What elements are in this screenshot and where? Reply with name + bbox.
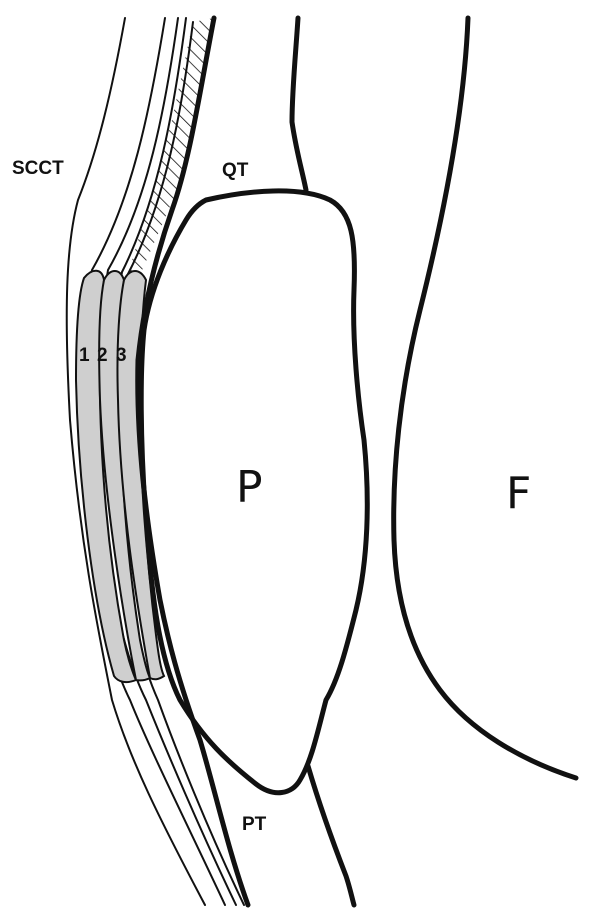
label-femur: F: [506, 468, 531, 519]
label-patella: P: [236, 462, 263, 513]
label-qt: QT: [222, 160, 249, 181]
label-bursa-1: 1: [79, 345, 90, 366]
skin-outline: [65, 17, 206, 906]
label-bursa-3: 3: [116, 345, 127, 366]
label-scct: SCCT: [12, 158, 64, 179]
hatched-tendon-layer: [128, 18, 214, 275]
quadriceps-tendon-posterior: [289, 15, 309, 193]
label-pt: PT: [242, 814, 267, 835]
patellar-tendon-line: [305, 763, 357, 908]
femur-outline: [391, 15, 579, 781]
patella-outline: [138, 188, 370, 796]
label-bursa-2: 2: [97, 345, 108, 366]
fascia-line-4: [127, 21, 194, 275]
